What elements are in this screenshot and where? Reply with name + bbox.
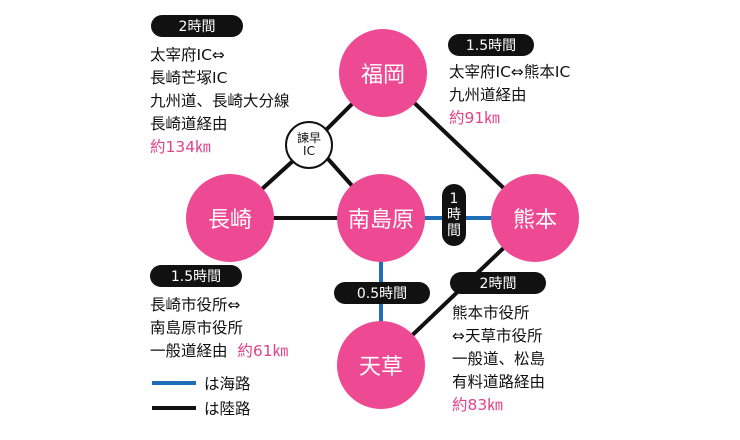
route-text-line: 長崎市役所⇔ xyxy=(150,296,241,314)
land-route-swatch xyxy=(152,406,196,410)
route-text-line: 九州道経由 xyxy=(449,86,527,104)
time-shimabara-kumamoto: 1 時 間 xyxy=(442,184,466,246)
route-text-line: 一般道、松島 xyxy=(452,350,546,368)
time-fukuoka-nagasaki: 2時間 xyxy=(151,15,243,37)
legend-sea-label: は海路 xyxy=(204,375,251,393)
node-kumamoto: 熊本 xyxy=(491,174,579,262)
route-info-fukuoka-kumamoto: 太宰府IC⇔熊本IC 九州道経由 約91㎞ xyxy=(449,61,570,130)
route-text-line: 太宰府IC⇔熊本IC xyxy=(449,63,571,81)
route-info-nagasaki-shimabara: 長崎市役所⇔ 南島原市役所 一般道経由 約61㎞ xyxy=(150,294,288,363)
route-distance: 約83㎞ xyxy=(452,396,503,414)
route-text-line: 長崎芒塚IC xyxy=(150,69,228,87)
route-distance: 約61㎞ xyxy=(237,342,289,360)
sea-route-swatch xyxy=(152,381,196,385)
route-text: 一般道経由 xyxy=(150,342,228,360)
route-text-line: 南島原市役所 xyxy=(150,319,244,337)
route-distance: 約134㎞ xyxy=(150,138,211,156)
node-isahaya-ic: 諫早 IC xyxy=(285,121,333,169)
legend-land-label: は陸路 xyxy=(204,400,251,418)
route-info-kumamoto-amakusa: 熊本市役所 ⇔天草市役所 一般道、松島 有料道路経由 約83㎞ xyxy=(452,302,545,417)
time-fukuoka-kumamoto: 1.5時間 xyxy=(448,34,534,56)
node-fukuoka: 福岡 xyxy=(339,29,427,117)
route-text-line: 太宰府IC⇔ xyxy=(150,46,225,64)
time-kumamoto-amakusa: 2時間 xyxy=(450,272,546,294)
route-text-line: 一般道経由 約61㎞ xyxy=(150,340,288,363)
route-text-line: 長崎道経由 xyxy=(150,115,228,133)
legend-sea: は海路 xyxy=(152,372,251,394)
route-distance: 約91㎞ xyxy=(449,109,500,127)
legend-land: は陸路 xyxy=(152,397,251,419)
route-text-line: 有料道路経由 xyxy=(452,373,546,391)
node-shimabara: 南島原 xyxy=(337,174,425,262)
route-info-fukuoka-nagasaki: 太宰府IC⇔ 長崎芒塚IC 九州道、長崎大分線 長崎道経由 約134㎞ xyxy=(150,44,290,159)
node-amakusa: 天草 xyxy=(337,321,425,409)
time-shimabara-amakusa: 0.5時間 xyxy=(334,282,430,304)
node-nagasaki: 長崎 xyxy=(186,174,274,262)
route-text-line: 九州道、長崎大分線 xyxy=(150,92,290,110)
route-text-line: 熊本市役所 xyxy=(452,304,530,322)
time-nagasaki-shimabara: 1.5時間 xyxy=(150,265,242,287)
route-text-line: ⇔天草市役所 xyxy=(452,327,543,345)
